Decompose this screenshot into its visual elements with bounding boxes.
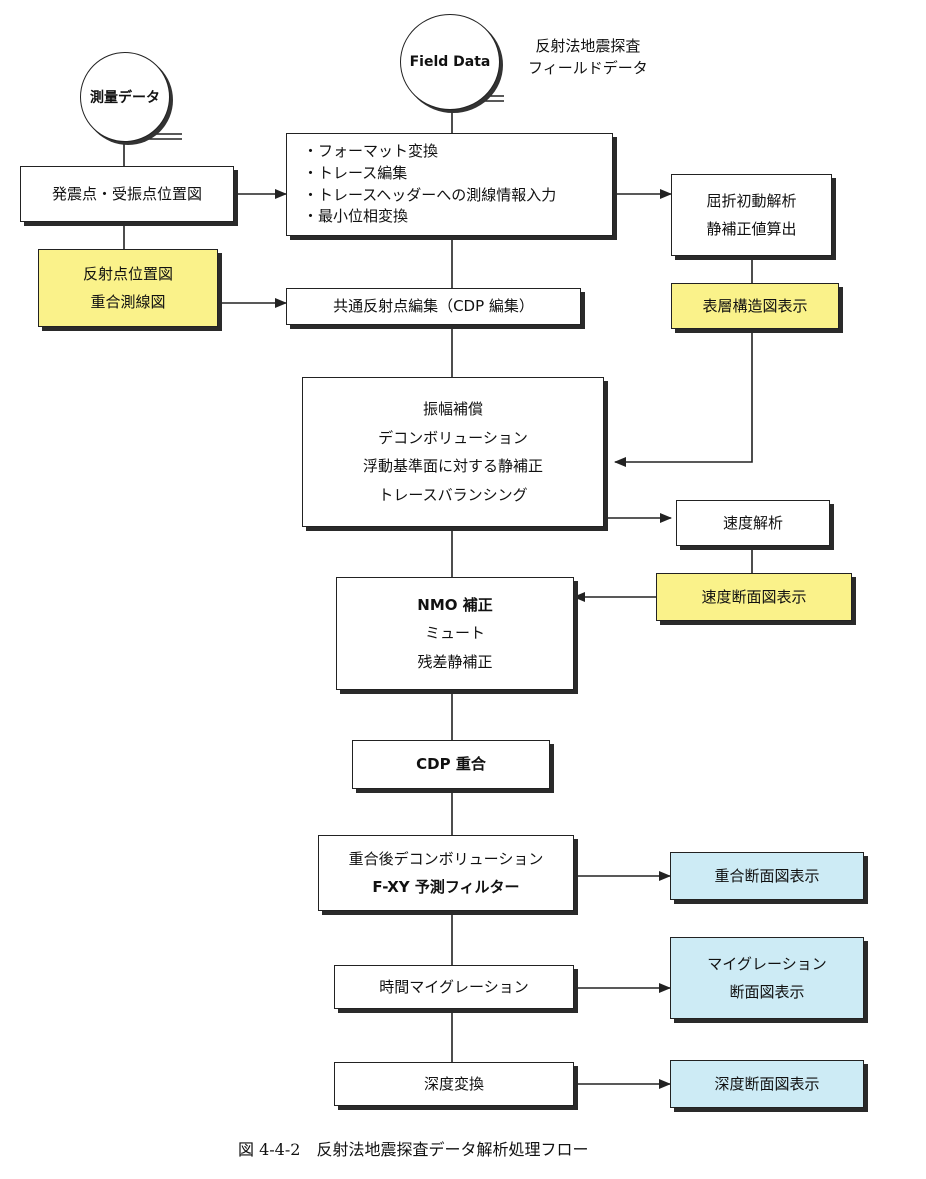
time-migration-box: 時間マイグレーション	[334, 965, 574, 1009]
stack-section-label: 重合断面図表示	[714, 866, 820, 885]
amplitude-line2: デコンボリューション	[378, 428, 528, 447]
depth-section-box: 深度断面図表示	[670, 1060, 864, 1108]
figure-caption: 図 4-4-2 反射法地震探査データ解析処理フロー	[238, 1140, 589, 1159]
amplitude-line1: 振幅補償	[422, 400, 483, 418]
preprocess-line2: ・トレース編集	[303, 163, 408, 182]
stack-section-box: 重合断面図表示	[670, 852, 864, 900]
shot-receiver-map-label: 発震点・受振点位置図	[51, 184, 202, 203]
reflection-point-line1: 反射点位置図	[82, 264, 173, 283]
refraction-box: 屈折初動解析 静補正値算出	[671, 174, 832, 256]
migration-section-line2: 断面図表示	[729, 983, 805, 1001]
refraction-line2: 静補正値算出	[706, 220, 797, 238]
nmo-line2: ミュート	[424, 624, 485, 643]
velocity-analysis-label: 速度解析	[722, 513, 783, 532]
cdp-stack-label: CDP 重合	[416, 755, 486, 774]
surface-structure-box: 表層構造図表示	[671, 283, 839, 329]
post-stack-line2: F-XY 予測フィルター	[372, 878, 520, 896]
reflection-point-box: 反射点位置図 重合測線図	[38, 249, 218, 327]
velocity-analysis-box: 速度解析	[676, 500, 830, 546]
surface-structure-label: 表層構造図表示	[702, 296, 808, 315]
nmo-box: NMO 補正 ミュート 残差静補正	[336, 577, 574, 690]
migration-section-line1: マイグレーション	[707, 954, 827, 973]
migration-section-box: マイグレーション 断面図表示	[670, 937, 864, 1019]
time-migration-label: 時間マイグレーション	[379, 977, 529, 996]
preprocess-box: ・フォーマット変換 ・トレース編集 ・トレースヘッダーへの測線情報入力 ・最小位…	[286, 133, 613, 236]
field-data-desc-line2: フィールドデータ	[528, 58, 648, 77]
nmo-line1: NMO 補正	[417, 595, 493, 614]
shot-receiver-map-box: 発震点・受振点位置図	[20, 166, 234, 222]
preprocess-line4: ・最小位相変換	[303, 207, 409, 226]
reflection-point-line2: 重合測線図	[90, 293, 166, 311]
cdp-stack-box: CDP 重合	[352, 740, 550, 789]
amplitude-line3: 浮動基準面に対する静補正	[362, 457, 543, 475]
velocity-section-label: 速度断面図表示	[701, 587, 807, 606]
field-data-node: Field Data	[400, 14, 500, 110]
refraction-line1: 屈折初動解析	[706, 191, 797, 210]
cdp-sort-label: 共通反射点編集（CDP 編集）	[333, 297, 534, 316]
amplitude-line4: トレースバランシング	[378, 485, 528, 504]
field-data-desc-line1: 反射法地震探査	[535, 37, 641, 55]
survey-data-label: 測量データ	[90, 90, 160, 106]
amplitude-box: 振幅補償 デコンボリューション 浮動基準面に対する静補正 トレースバランシング	[302, 377, 604, 527]
field-data-description: 反射法地震探査 フィールドデータ	[528, 36, 648, 80]
post-stack-box: 重合後デコンボリューション F-XY 予測フィルター	[318, 835, 574, 911]
survey-data-node: 測量データ	[80, 52, 170, 142]
depth-conversion-box: 深度変換	[334, 1062, 574, 1106]
cdp-sort-box: 共通反射点編集（CDP 編集）	[286, 288, 581, 325]
post-stack-line1: 重合後デコンボリューション	[348, 849, 544, 868]
connector-surface-to-amplitude	[614, 329, 753, 467]
depth-section-label: 深度断面図表示	[714, 1074, 820, 1093]
depth-conversion-label: 深度変換	[423, 1074, 484, 1093]
field-data-label: Field Data	[409, 54, 491, 70]
preprocess-line3: ・トレースヘッダーへの測線情報入力	[303, 185, 557, 204]
preprocess-line1: ・フォーマット変換	[303, 142, 439, 160]
velocity-section-box: 速度断面図表示	[656, 573, 852, 621]
nmo-line3: 残差静補正	[417, 652, 493, 671]
